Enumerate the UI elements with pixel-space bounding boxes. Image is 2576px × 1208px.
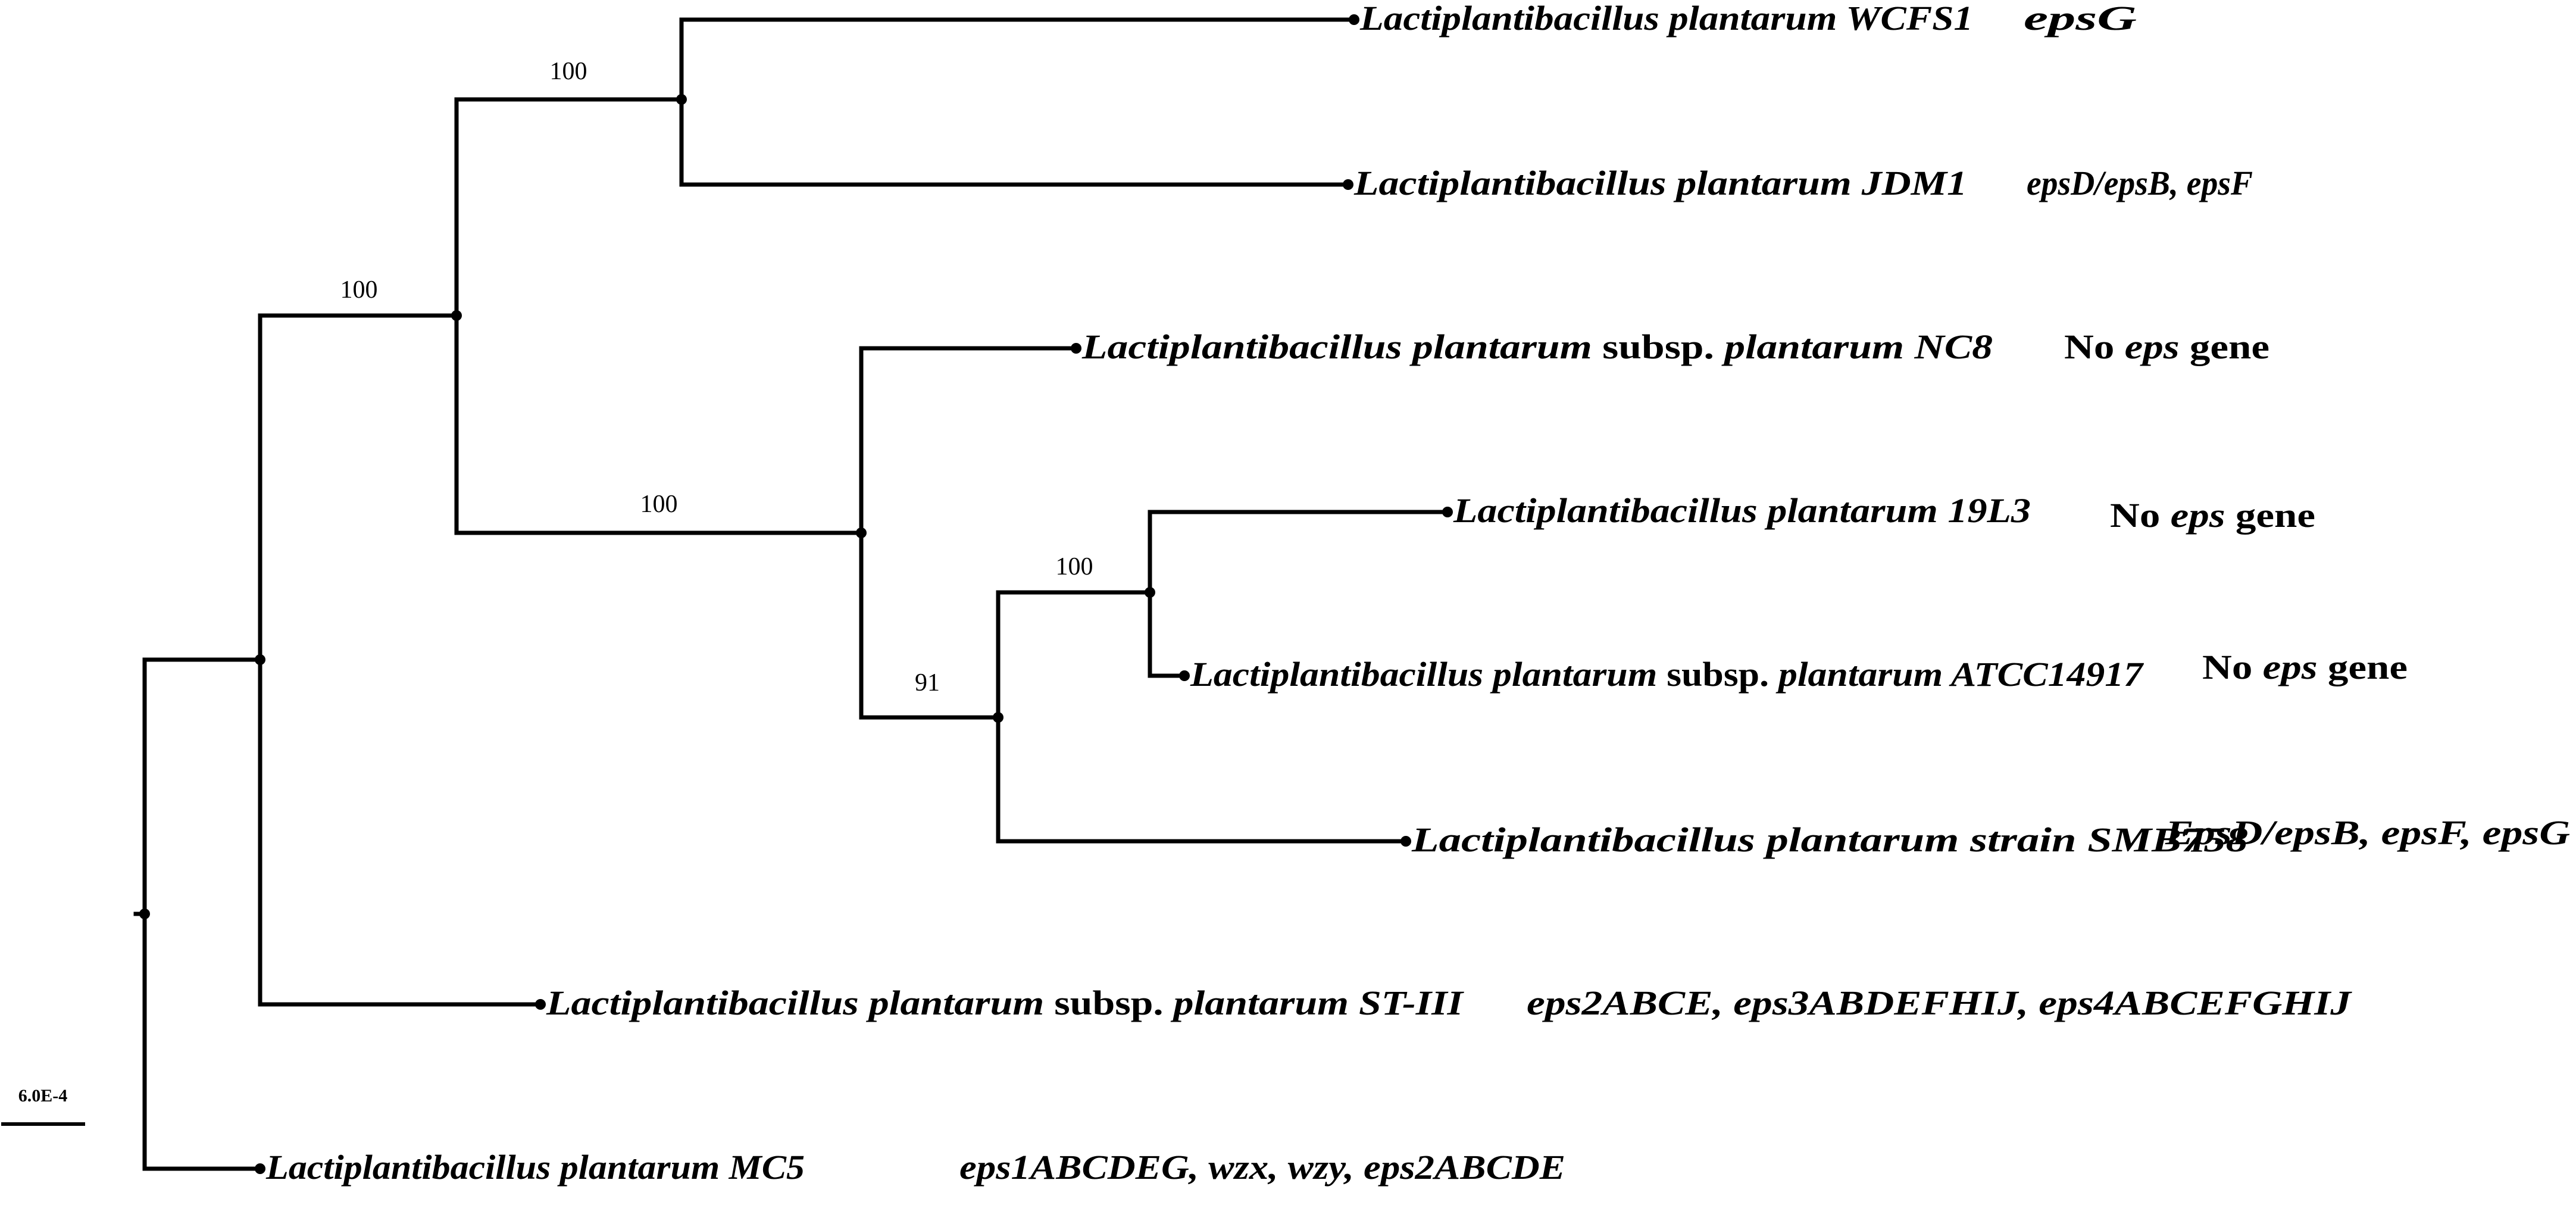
- taxon-label-mc5: Lactiplantibacillus plantarum MC5: [265, 1148, 805, 1187]
- gene-annotation-19l3-part: eps: [2171, 496, 2225, 535]
- taxon-label-st3-part: Lactiplantibacillus plantarum: [546, 984, 1044, 1022]
- gene-annotation-wcfs1: epsG: [2024, 0, 2137, 38]
- tip-smb758: [1400, 836, 1411, 847]
- taxon-label-atcc14917-part: Lactiplantibacillus plantarum: [1190, 655, 1657, 694]
- taxon-label-smb758-part: Lactiplantibacillus plantarum strain SMB…: [1411, 820, 2248, 859]
- taxon-label-wcfs1-part: Lactiplantibacillus plantarum WCFS1: [1359, 0, 1973, 38]
- taxon-label-mc5-part: Lactiplantibacillus plantarum MC5: [265, 1148, 805, 1187]
- tip-atcc14917: [1179, 670, 1190, 681]
- taxon-label-wcfs1: Lactiplantibacillus plantarum WCFS1: [1359, 0, 1973, 38]
- taxon-label-nc8-part: plantarum NC8: [1721, 327, 1993, 366]
- gene-annotation-atcc14917-part: No: [2202, 648, 2263, 686]
- scale-bar: 6.0E-4: [1, 1086, 85, 1126]
- bootstrap-upper: 100: [340, 276, 378, 304]
- taxon-label-nc8-part: subsp.: [1592, 327, 1725, 366]
- gene-annotation-st3: eps2ABCE, eps3ABDEFHIJ, eps4ABCEFGHIJ: [1527, 984, 2352, 1022]
- bootstrap-19l3-atcc: 100: [1056, 553, 1093, 580]
- tip-jdm1: [1343, 179, 1353, 190]
- node-nc8-group: [856, 527, 867, 538]
- tip-mc5: [255, 1163, 265, 1174]
- taxon-label-atcc14917: Lactiplantibacillus plantarum subsp. pla…: [1190, 655, 2144, 694]
- gene-annotation-19l3: No eps gene: [2110, 496, 2315, 535]
- node-upper: [451, 310, 462, 321]
- taxon-label-st3-part: plantarum ST-III: [1170, 984, 1465, 1022]
- gene-annotation-smb758: EpsD/epsB, epsF, epsG: [2165, 813, 2570, 852]
- gene-annotation-jdm1: epsD/epsB, epsF: [2027, 164, 2253, 202]
- gene-annotation-atcc14917-part: gene: [2318, 648, 2408, 686]
- tip-wcfs1: [1349, 14, 1359, 25]
- taxon-labels: Lactiplantibacillus plantarum WCFS1Lacti…: [265, 0, 2248, 1187]
- gene-annotation-mc5-part: eps1ABCDEG, wzx, wzy, eps2ABCDE: [959, 1148, 1565, 1187]
- taxon-label-jdm1-part: Lactiplantibacillus plantarum JDM1: [1353, 164, 1967, 202]
- gene-annotation-nc8: No eps gene: [2064, 327, 2269, 366]
- tip-19l3: [1442, 507, 1453, 517]
- taxon-label-19l3: Lactiplantibacillus plantarum 19L3: [1453, 491, 2031, 530]
- node-smb758-group: [993, 712, 1003, 723]
- taxon-label-atcc14917-part: plantarum ATCC14917: [1775, 655, 2144, 694]
- gene-annotation-nc8-part: No: [2064, 327, 2125, 366]
- scale-bar-label: 6.0E-4: [18, 1086, 68, 1106]
- gene-annotation-atcc14917-part: eps: [2263, 648, 2318, 686]
- gene-annotation-19l3-part: No: [2110, 496, 2171, 535]
- gene-annotation-smb758-part: EpsD/epsB, epsF, epsG: [2165, 813, 2570, 852]
- bootstrap-wcfs1-jdm1: 100: [550, 58, 587, 85]
- gene-annotation-nc8-part: eps: [2125, 327, 2180, 366]
- gene-annotation-mc5: eps1ABCDEG, wzx, wzy, eps2ABCDE: [959, 1148, 1565, 1187]
- gene-annotation-nc8-part: gene: [2180, 327, 2269, 366]
- node-main: [255, 654, 265, 665]
- node-wcfs1-jdm1: [676, 94, 687, 105]
- gene-annotation-st3-part: eps2ABCE, eps3ABDEFHIJ, eps4ABCEFGHIJ: [1527, 984, 2352, 1022]
- node-root: [139, 909, 150, 919]
- taxon-label-smb758: Lactiplantibacillus plantarum strain SMB…: [1411, 820, 2248, 859]
- gene-annotation-atcc14917: No eps gene: [2202, 648, 2408, 686]
- node-19l3-atcc: [1145, 587, 1155, 598]
- gene-annotation-19l3-part: gene: [2225, 496, 2315, 535]
- tip-st3: [535, 999, 546, 1010]
- taxon-label-19l3-part: Lactiplantibacillus plantarum 19L3: [1453, 491, 2031, 530]
- gene-annotation-wcfs1-part: epsG: [2024, 0, 2137, 38]
- tip-nc8: [1071, 343, 1081, 354]
- taxon-label-nc8-part: Lactiplantibacillus plantarum: [1081, 327, 1592, 366]
- taxon-label-jdm1: Lactiplantibacillus plantarum JDM1: [1353, 164, 1967, 202]
- taxon-label-st3-part: subsp.: [1044, 984, 1173, 1022]
- gene-annotation-jdm1-part: epsD/epsB, epsF: [2027, 164, 2253, 202]
- taxon-label-st3: Lactiplantibacillus plantarum subsp. pla…: [546, 984, 1465, 1022]
- tree-node-dots: [139, 14, 1453, 1174]
- taxon-label-atcc14917-part: subsp.: [1657, 655, 1778, 694]
- bootstrap-smb758-group: 91: [915, 669, 940, 697]
- taxon-label-nc8: Lactiplantibacillus plantarum subsp. pla…: [1081, 327, 1993, 366]
- bootstrap-nc8-group: 100: [640, 491, 678, 518]
- bootstrap-labels: 100 100 100 100 91: [340, 58, 1093, 697]
